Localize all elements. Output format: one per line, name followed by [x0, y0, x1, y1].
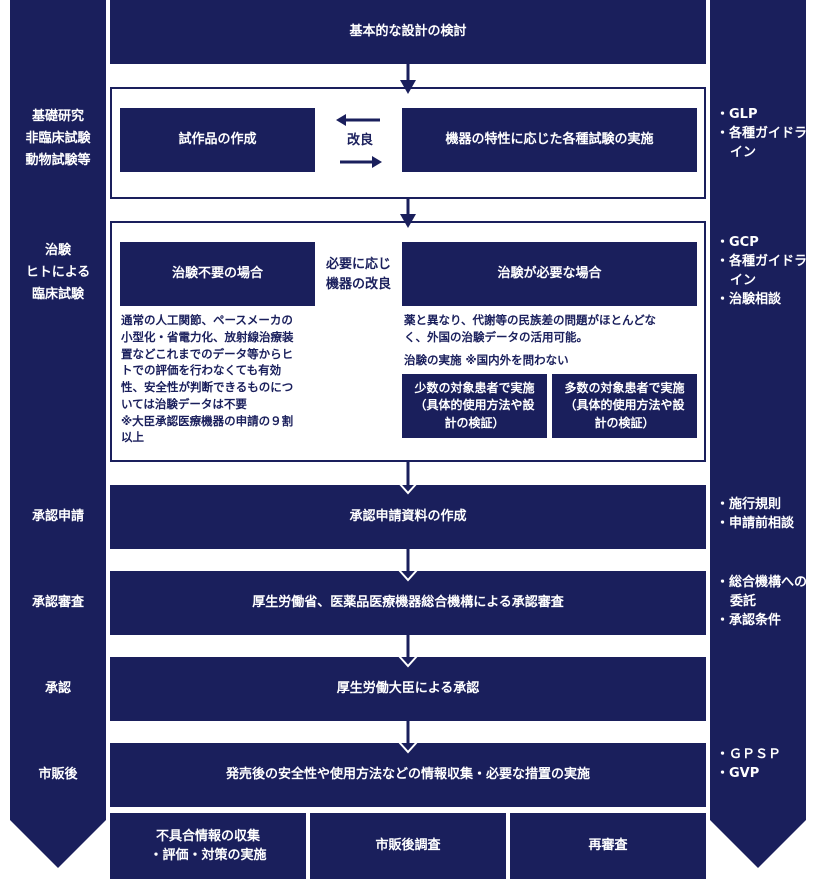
review-box: 厚生労働省、医薬品医療機器総合機構による承認審査: [110, 571, 706, 635]
no-trial-box: 治験不要の場合: [120, 242, 315, 306]
postmarket-box: 発売後の安全性や使用方法などの情報収集・必要な措置の実施: [110, 743, 706, 807]
trial-implementation-label: 治験の実施 ※国内外を問わない: [404, 353, 569, 367]
stage-label-clinical: 治験 ヒトによる 臨床試験: [25, 243, 91, 303]
many-patients-box: 多数の対象患者で実施 （具体的使用方法や設 計の検証）: [552, 374, 697, 438]
right-column-shape: [710, 0, 806, 868]
stage-label-approval: 承認: [44, 681, 71, 696]
stage-label-application: 承認申請: [31, 509, 84, 524]
reexamination-box: 再審査: [510, 813, 706, 879]
note-review: ・総合機構への委託 ・承認条件: [716, 575, 808, 628]
trial-needed-box: 治験が必要な場合: [402, 242, 697, 306]
application-docs-box: 承認申請資料の作成: [110, 485, 706, 549]
left-column-shape: [10, 0, 106, 868]
improve-arrows: [336, 114, 382, 168]
note-postmarket: ・ＧＰＳＰ ・GVP: [716, 747, 782, 781]
defect-info-box: 不具合情報の収集 ・評価・対策の実施: [110, 813, 306, 879]
improve-label: 改良: [346, 133, 373, 148]
trial-description: 薬と異なり、代謝等の民族差の問題がほとんどな く、外国の治験データの活用可能。: [404, 313, 656, 344]
prototype-box: 試作品の作成: [120, 108, 315, 172]
tests-box: 機器の特性に応じた各種試験の実施: [402, 108, 697, 172]
postmarket-survey-box: 市販後調査: [310, 813, 506, 879]
stage-label-research: 基礎研究 非臨床試験 動物試験等: [25, 109, 91, 169]
design-box: 基本的な設計の検討: [110, 0, 706, 64]
stage-label-review: 承認審査: [31, 595, 84, 610]
stage-label-postmarket: 市販後: [38, 767, 78, 782]
approval-box: 厚生労働大臣による承認: [110, 657, 706, 721]
improve-if-needed-label: 必要に応じ 機器の改良: [325, 257, 391, 292]
note-application: ・施行規則 ・申請前相談: [716, 497, 795, 531]
note-research: ・GLP ・各種ガイドライン: [716, 107, 808, 160]
no-trial-description: 通常の人工関節、ペースメーカの 小型化・省電力化、放射線治療装 置などこれまでの…: [121, 313, 294, 445]
note-clinical: ・GCP ・各種ガイドライン ・治験相談: [716, 235, 808, 307]
few-patients-box: 少数の対象患者で実施 （具体的使用方法や設 計の検証）: [402, 374, 547, 438]
